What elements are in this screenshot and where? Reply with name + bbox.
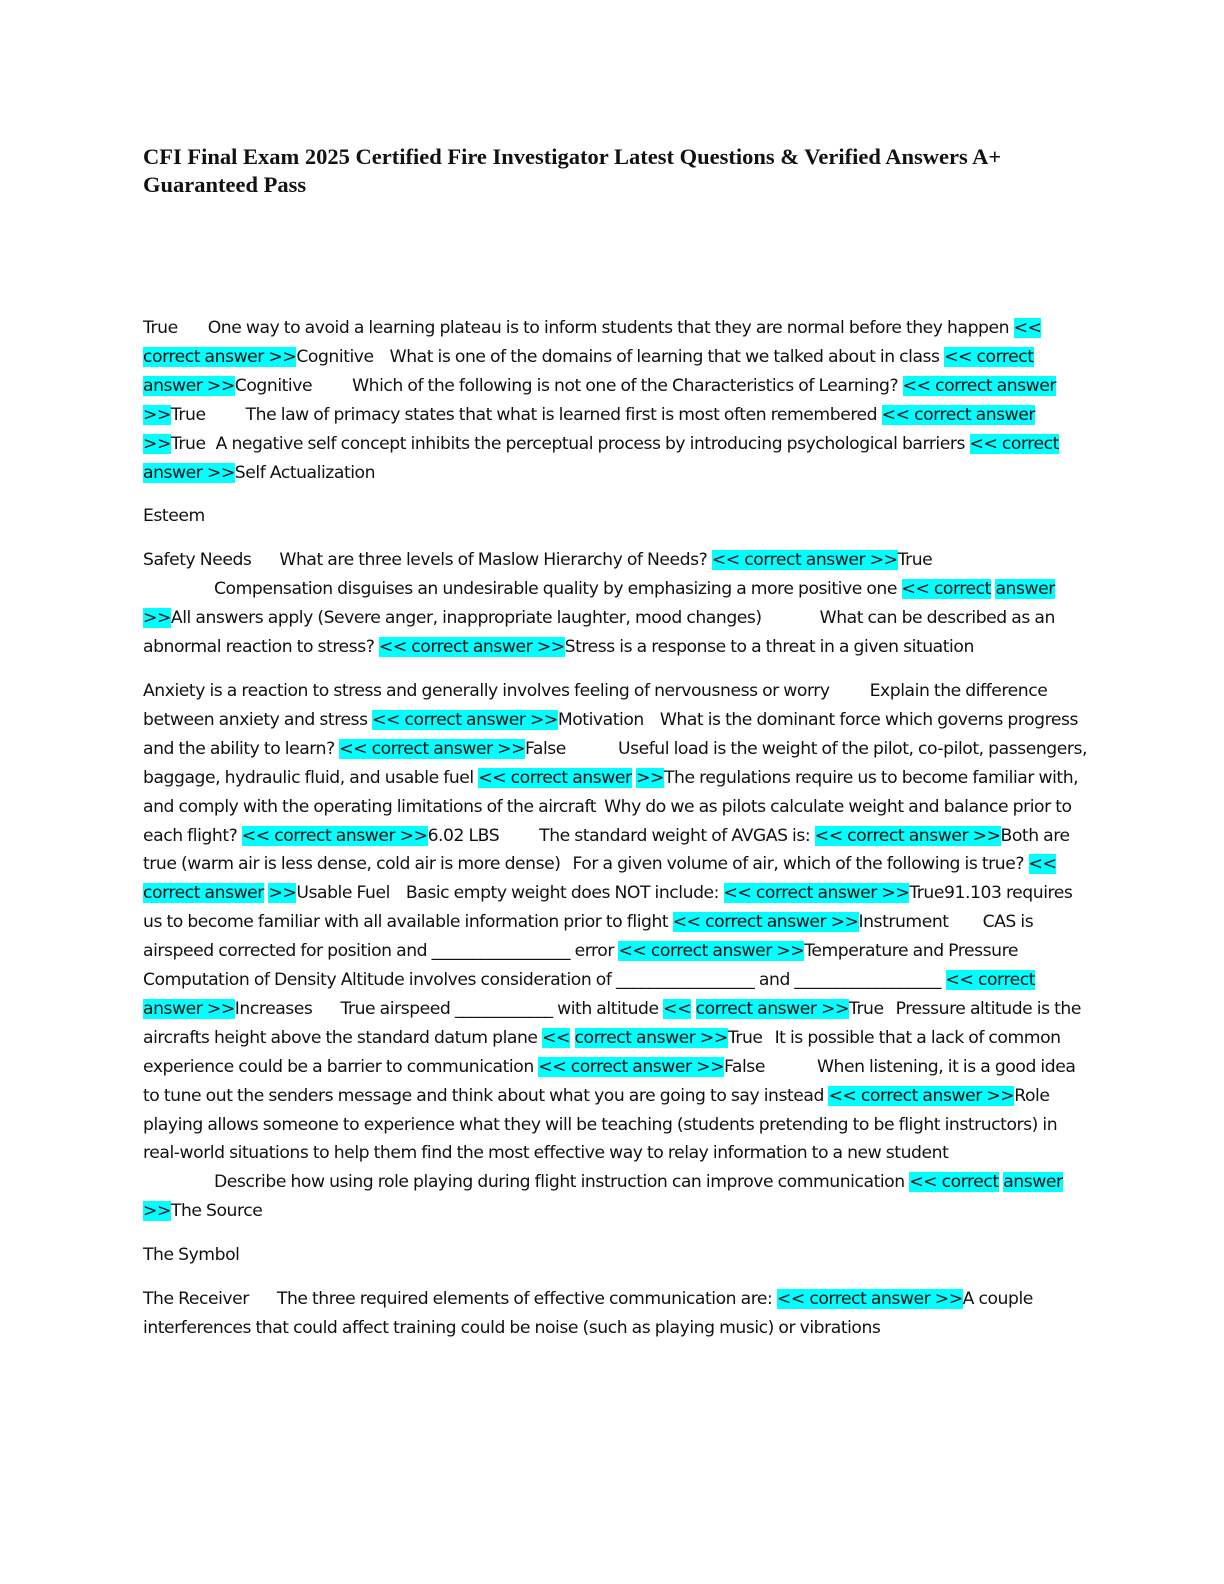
answer-text: False — [724, 1056, 765, 1077]
answer-text: True — [897, 550, 933, 571]
document-body: True One way to avoid a learning plateau … — [143, 314, 1088, 1358]
question-text: What is one of the domains of learning t… — [389, 346, 945, 367]
answer-text: Motivation — [557, 709, 644, 730]
answer-marker: << correct answer >> — [339, 738, 526, 759]
answer-marker: << — [542, 1027, 570, 1048]
answer-marker: << correct answer >> — [241, 825, 428, 846]
answer-marker: << correct answer >> — [538, 1056, 725, 1077]
document-title: CFI Final Exam 2025 Certified Fire Inves… — [143, 144, 1002, 197]
question-text: When listening, it is a good idea to tun… — [143, 1056, 1076, 1106]
answer-text: True91.103 requires us to become familia… — [143, 883, 1073, 933]
answer-text: True — [170, 404, 206, 425]
answer-text: False — [525, 738, 566, 759]
answer-text: Stress is a response to a threat in a gi… — [564, 637, 975, 658]
answer-text: True — [143, 318, 178, 338]
answer-text: True — [170, 433, 206, 454]
question-text: Which of the following is not one of the… — [352, 375, 903, 396]
answer-text: Anxiety is a reaction to stress and gene… — [143, 680, 830, 701]
question-text: Useful load is the weight of the pilot, … — [143, 738, 1088, 788]
answer-text: True — [848, 998, 884, 1019]
question-text: The law of primacy states that what is l… — [245, 404, 882, 425]
question-text: What are three levels of Maslow Hierarch… — [279, 550, 712, 571]
answer-marker: << correct answer >> — [672, 912, 859, 933]
paragraph-3: Safety Needs What are three levels of Mas… — [143, 546, 1088, 662]
question-text: The standard weight of AVGAS is: — [539, 825, 815, 846]
question-text: Basic empty weight does NOT include: — [405, 883, 724, 904]
answer-text: Usable Fuel — [296, 883, 390, 904]
answer-text: Increases — [234, 998, 313, 1019]
answer-marker: << correct answer >> — [776, 1289, 963, 1310]
answer-text: True — [727, 1027, 763, 1048]
answer-marker: >> — [268, 883, 297, 904]
answer-text: The regulations require us to become fam… — [143, 767, 1079, 817]
answer-text: The Source — [170, 1201, 263, 1222]
answer-text: All answers apply (Severe anger, inappro… — [170, 608, 762, 629]
answer-text: Instrument — [858, 912, 950, 933]
answer-text: The Receiver — [143, 1289, 249, 1310]
paragraph-4: Anxiety is a reaction to stress and gene… — [143, 677, 1088, 1226]
question-text: Describe how using role playing during f… — [214, 1172, 910, 1193]
answer-marker: << correct — [901, 579, 991, 600]
question-text: One way to avoid a learning plateau is t… — [207, 318, 1014, 338]
question-text: Explain the difference between anxiety a… — [143, 680, 1048, 730]
paragraph-2: Esteem — [143, 502, 1088, 531]
answer-marker: >> — [636, 767, 664, 788]
answer-marker: << correct answer >> — [378, 637, 565, 658]
question-text: It is possible that a lack of common exp… — [143, 1027, 1061, 1077]
answer-text: Cognitive — [296, 346, 374, 367]
answer-text: Safety Needs — [143, 550, 252, 571]
question-text: The three required elements of effective… — [276, 1289, 777, 1310]
answer-marker: << correct answer — [478, 767, 632, 788]
answer-text: Role playing allows someone to experienc… — [143, 1085, 1058, 1164]
question-text: Pressure altitude is the aircrafts heigh… — [143, 998, 1081, 1048]
answer-text: A couple interferences that could affect… — [143, 1289, 1033, 1338]
answer-marker: << correct answer >> — [372, 709, 558, 730]
answer-text: Cognitive — [234, 375, 313, 396]
paragraph-5: The Symbol — [143, 1241, 1088, 1270]
question-text: A negative self concept inhibits the per… — [215, 433, 970, 454]
answer-marker: correct answer >> — [574, 1027, 728, 1048]
answer-marker: << correct answer >> — [618, 941, 805, 962]
answer-marker: << correct — [909, 1172, 999, 1193]
answer-text: Both are true (warm air is less dense, c… — [143, 825, 1070, 875]
question-text: Compensation disguises an undesirable qu… — [214, 579, 902, 600]
answer-text: Temperature and Pressure — [804, 941, 1018, 962]
answer-marker: << — [663, 998, 692, 1019]
answer-marker: << correct answer >> — [828, 1085, 1015, 1106]
paragraph-1: True One way to avoid a learning plateau … — [143, 314, 1088, 487]
answer-text: Esteem — [143, 506, 205, 527]
question-text: CAS is airspeed corrected for position a… — [143, 912, 1034, 962]
answer-marker: << correct answer >> — [814, 825, 1001, 846]
paragraph-6: The Receiver The three required elements … — [143, 1285, 1088, 1343]
answer-text: Self Actualization — [234, 462, 376, 483]
question-text: For a given volume of air, which of the … — [572, 854, 1029, 875]
question-text: Why do we as pilots calculate weight and… — [143, 796, 1072, 846]
question-text: What can be described as an abnormal rea… — [143, 608, 1055, 658]
answer-text: The Symbol — [143, 1245, 240, 1266]
question-text: What is the dominant force which governs… — [143, 709, 1078, 759]
answer-text: 6.02 LBS — [427, 825, 500, 846]
answer-marker: << correct answer >> — [711, 550, 898, 571]
question-text: Computation of Density Altitude involves… — [143, 970, 946, 991]
question-text: True airspeed ____________ with altitude — [340, 998, 664, 1019]
answer-marker: << correct answer >> — [723, 883, 910, 904]
answer-marker: correct answer >> — [695, 998, 849, 1019]
